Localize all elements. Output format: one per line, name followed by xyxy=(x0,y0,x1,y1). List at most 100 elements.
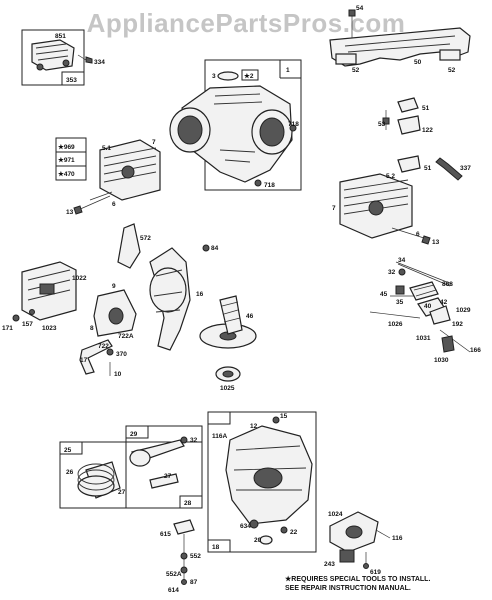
label-969: ★969 xyxy=(58,143,75,151)
label-12: 12 xyxy=(250,423,258,430)
label-1024: 1024 xyxy=(328,511,343,518)
label-1: 1 xyxy=(286,67,290,74)
part-group-5-2[interactable] xyxy=(339,173,431,245)
part-group-camshaft[interactable] xyxy=(199,295,257,382)
label-10: 10 xyxy=(114,371,122,378)
part-718-right xyxy=(289,124,297,132)
label-1031: 1031 xyxy=(416,335,431,342)
part-group-1[interactable] xyxy=(169,59,302,191)
part-13-left xyxy=(73,205,83,215)
part-group-governor[interactable] xyxy=(173,519,195,585)
part-group-valves[interactable] xyxy=(369,261,471,353)
part-20 xyxy=(259,535,273,545)
part-243 xyxy=(339,549,355,563)
label-1029: 1029 xyxy=(456,307,471,314)
label-8: 8 xyxy=(90,325,94,332)
label-9: 9 xyxy=(112,283,116,290)
label-619: 619 xyxy=(370,569,381,576)
part-51-mid xyxy=(397,155,421,173)
label-7-left: 7 xyxy=(152,139,156,146)
label-6-right: 6 xyxy=(416,231,420,238)
part-615 xyxy=(173,519,195,535)
label-box-353 xyxy=(61,71,85,86)
part-572 xyxy=(117,223,141,269)
label-35: 35 xyxy=(396,299,404,306)
part-box-28 xyxy=(125,425,203,509)
part-34 xyxy=(395,261,453,285)
label-5-1: 5.1 xyxy=(102,145,111,152)
label-171: 171 xyxy=(2,325,13,332)
label-20: 20 xyxy=(254,537,262,544)
label-552A: 552A xyxy=(166,571,182,578)
label-1025-bottom: 1025 xyxy=(220,385,235,392)
label-27-right: 27 xyxy=(164,473,172,480)
label-868: 868 xyxy=(442,281,453,288)
part-group-muffler[interactable] xyxy=(12,261,137,376)
label-1030: 1030 xyxy=(434,357,449,364)
label-53: 53 xyxy=(378,121,386,128)
part-15 xyxy=(272,416,280,424)
label-28: 28 xyxy=(184,500,192,507)
part-group-piston[interactable] xyxy=(59,425,203,509)
label-615: 615 xyxy=(160,531,171,538)
label-2: ★2 xyxy=(244,72,254,80)
part-619 xyxy=(363,563,369,569)
part-166 xyxy=(439,329,471,353)
part-labels: 851 334 353 54 52 50 52 3 ★2 1 718 718 7… xyxy=(2,5,481,594)
label-370: 370 xyxy=(116,351,127,358)
label-634: 634 xyxy=(240,523,251,530)
part-group-crankcase[interactable] xyxy=(207,411,317,553)
part-group-crankshaft[interactable] xyxy=(117,223,210,351)
part-52-right xyxy=(439,49,461,61)
part-13-right xyxy=(421,235,431,245)
label-52-right: 52 xyxy=(448,67,456,74)
label-334: 334 xyxy=(94,59,105,66)
label-116A: 116A xyxy=(212,433,227,440)
label-52-left: 52 xyxy=(352,67,360,74)
label-722A: 722A xyxy=(118,333,134,340)
label-6-left: 6 xyxy=(112,201,116,208)
part-122 xyxy=(397,115,421,135)
engine-block xyxy=(181,85,293,183)
label-851: 851 xyxy=(55,33,66,40)
label-192: 192 xyxy=(452,321,463,328)
label-1022: 1022 xyxy=(72,275,87,282)
label-157: 157 xyxy=(22,321,33,328)
part-group-353[interactable] xyxy=(21,29,93,86)
part-868 xyxy=(395,285,405,295)
label-22: 22 xyxy=(290,529,298,536)
label-7-right: 7 xyxy=(332,205,336,212)
label-54: 54 xyxy=(356,5,364,12)
part-group-5-1[interactable] xyxy=(55,137,161,215)
label-34: 34 xyxy=(398,257,406,264)
label-32-rod: 32 xyxy=(190,437,198,444)
part-box-25 xyxy=(59,441,203,509)
part-87 xyxy=(181,579,187,585)
label-718-right: 718 xyxy=(288,121,299,128)
part-group-gaskets[interactable] xyxy=(382,97,463,181)
label-84: 84 xyxy=(211,245,219,252)
part-552a xyxy=(180,566,188,574)
label-122: 122 xyxy=(422,127,433,134)
part-54 xyxy=(348,9,356,17)
part-552 xyxy=(180,552,188,560)
part-group-ignition[interactable] xyxy=(329,511,391,569)
part-1026 xyxy=(369,311,421,319)
label-32-right: 32 xyxy=(388,269,396,276)
label-718-bottom: 718 xyxy=(264,182,275,189)
label-3: 3 xyxy=(212,73,216,80)
label-18: 18 xyxy=(212,544,220,551)
label-722: 722 xyxy=(98,343,109,350)
label-15: 15 xyxy=(280,413,288,420)
label-116: 116 xyxy=(392,535,403,542)
part-group-manifold[interactable] xyxy=(329,9,471,67)
label-51-top: 51 xyxy=(422,105,430,112)
label-51-mid: 51 xyxy=(424,165,432,172)
part-84 xyxy=(202,244,210,252)
part-32-rod xyxy=(180,436,188,444)
label-50: 50 xyxy=(414,59,422,66)
special-tools-note: ★REQUIRES SPECIAL TOOLS TO INSTALL. SEE … xyxy=(285,575,490,593)
part-27 xyxy=(149,473,179,489)
part-171 xyxy=(12,314,20,322)
